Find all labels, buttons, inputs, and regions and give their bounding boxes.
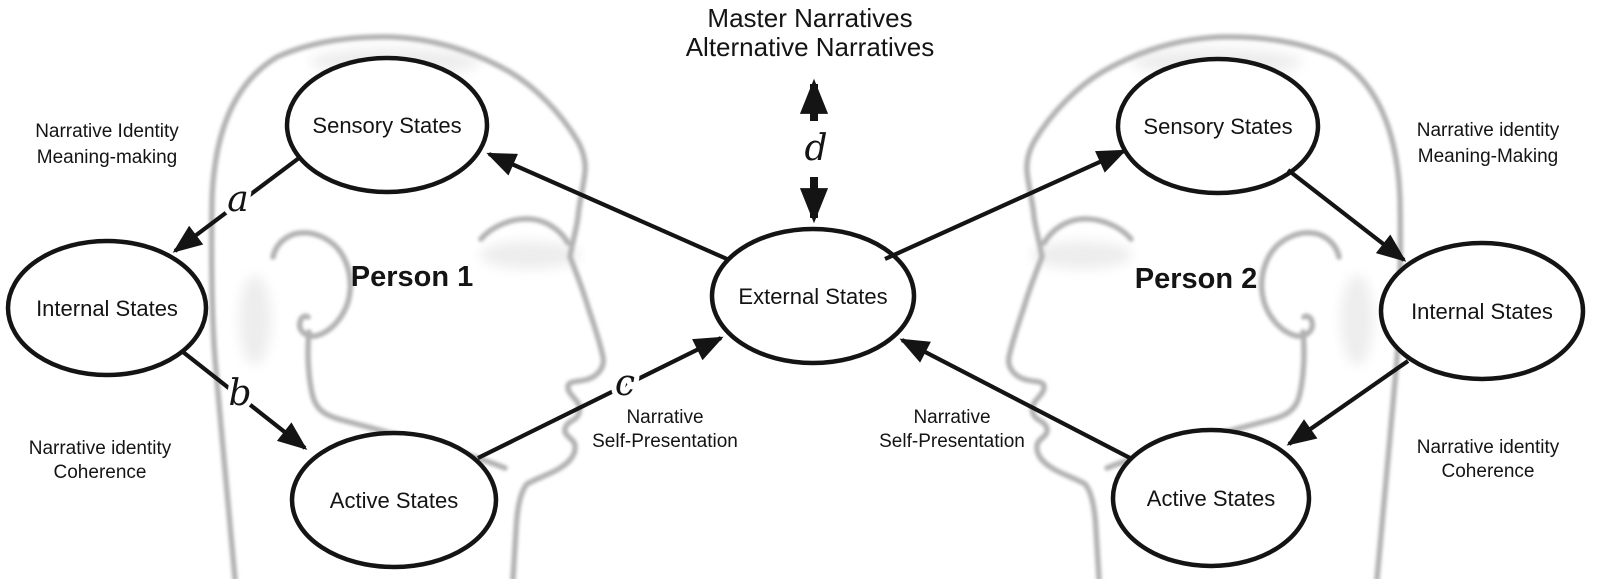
label-self-presentation-p1-line2: Self-Presentation xyxy=(592,431,738,452)
node-internal-states-p1 xyxy=(5,238,209,378)
arrow-external-to-sensory-p2 xyxy=(884,149,1127,261)
label-self-presentation-p2-line1: Narrative xyxy=(913,407,990,428)
arrow-c-active-to-external-p1 xyxy=(477,336,724,460)
label-master-narratives: Master Narratives xyxy=(707,3,912,33)
arrow-external-to-sensory-p1 xyxy=(486,152,728,261)
label-person-1: Person 1 xyxy=(351,261,474,293)
label-active-states-p2: Active States xyxy=(1147,486,1275,511)
arrow-active-to-external-p2 xyxy=(899,338,1131,460)
node-external-states xyxy=(709,226,917,366)
annotation-p2-bottom-line2: Coherence xyxy=(1442,461,1535,482)
node-internal-states-p2 xyxy=(1378,240,1586,382)
node-sensory-states-p1 xyxy=(284,55,490,195)
label-person-2: Person 2 xyxy=(1135,263,1258,295)
path-letter-d: d xyxy=(804,128,827,169)
arrow-b-internal-to-active-p1 xyxy=(181,350,308,450)
arrow-sensory-to-internal-p2 xyxy=(1286,168,1407,262)
annotation-p2-top-line1: Narrative identity xyxy=(1417,120,1560,141)
label-self-presentation-p1-line1: Narrative xyxy=(626,407,703,428)
label-sensory-states-p1: Sensory States xyxy=(312,113,461,138)
path-letter-c: c xyxy=(615,363,635,404)
annotation-p1-bottom-line1: Narrative identity xyxy=(29,438,172,459)
annotation-p2-bottom-line1: Narrative identity xyxy=(1417,437,1560,458)
label-self-presentation-p2-line2: Self-Presentation xyxy=(879,431,1025,452)
label-internal-states-p1: Internal States xyxy=(36,296,178,321)
label-alternative-narratives: Alternative Narratives xyxy=(686,32,935,62)
annotation-p1-top-line1: Narrative Identity xyxy=(35,121,179,142)
label-internal-states-p2: Internal States xyxy=(1411,299,1553,324)
node-active-states-p1 xyxy=(289,430,499,570)
annotation-p2-top-line2: Meaning-Making xyxy=(1418,146,1558,167)
node-active-states-p2 xyxy=(1110,427,1312,569)
path-letter-a: a xyxy=(227,179,248,220)
annotation-p1-top-line2: Meaning-making xyxy=(37,147,177,168)
path-letter-b: b xyxy=(228,373,251,414)
annotation-p1-bottom-line2: Coherence xyxy=(54,462,147,483)
arrow-a-sensory-to-internal-p1 xyxy=(172,156,301,253)
node-sensory-states-p2 xyxy=(1115,56,1321,196)
arrow-internal-to-active-p2 xyxy=(1286,359,1410,446)
label-active-states-p1: Active States xyxy=(330,488,458,513)
label-sensory-states-p2: Sensory States xyxy=(1143,114,1292,139)
label-external-states: External States xyxy=(738,284,887,309)
